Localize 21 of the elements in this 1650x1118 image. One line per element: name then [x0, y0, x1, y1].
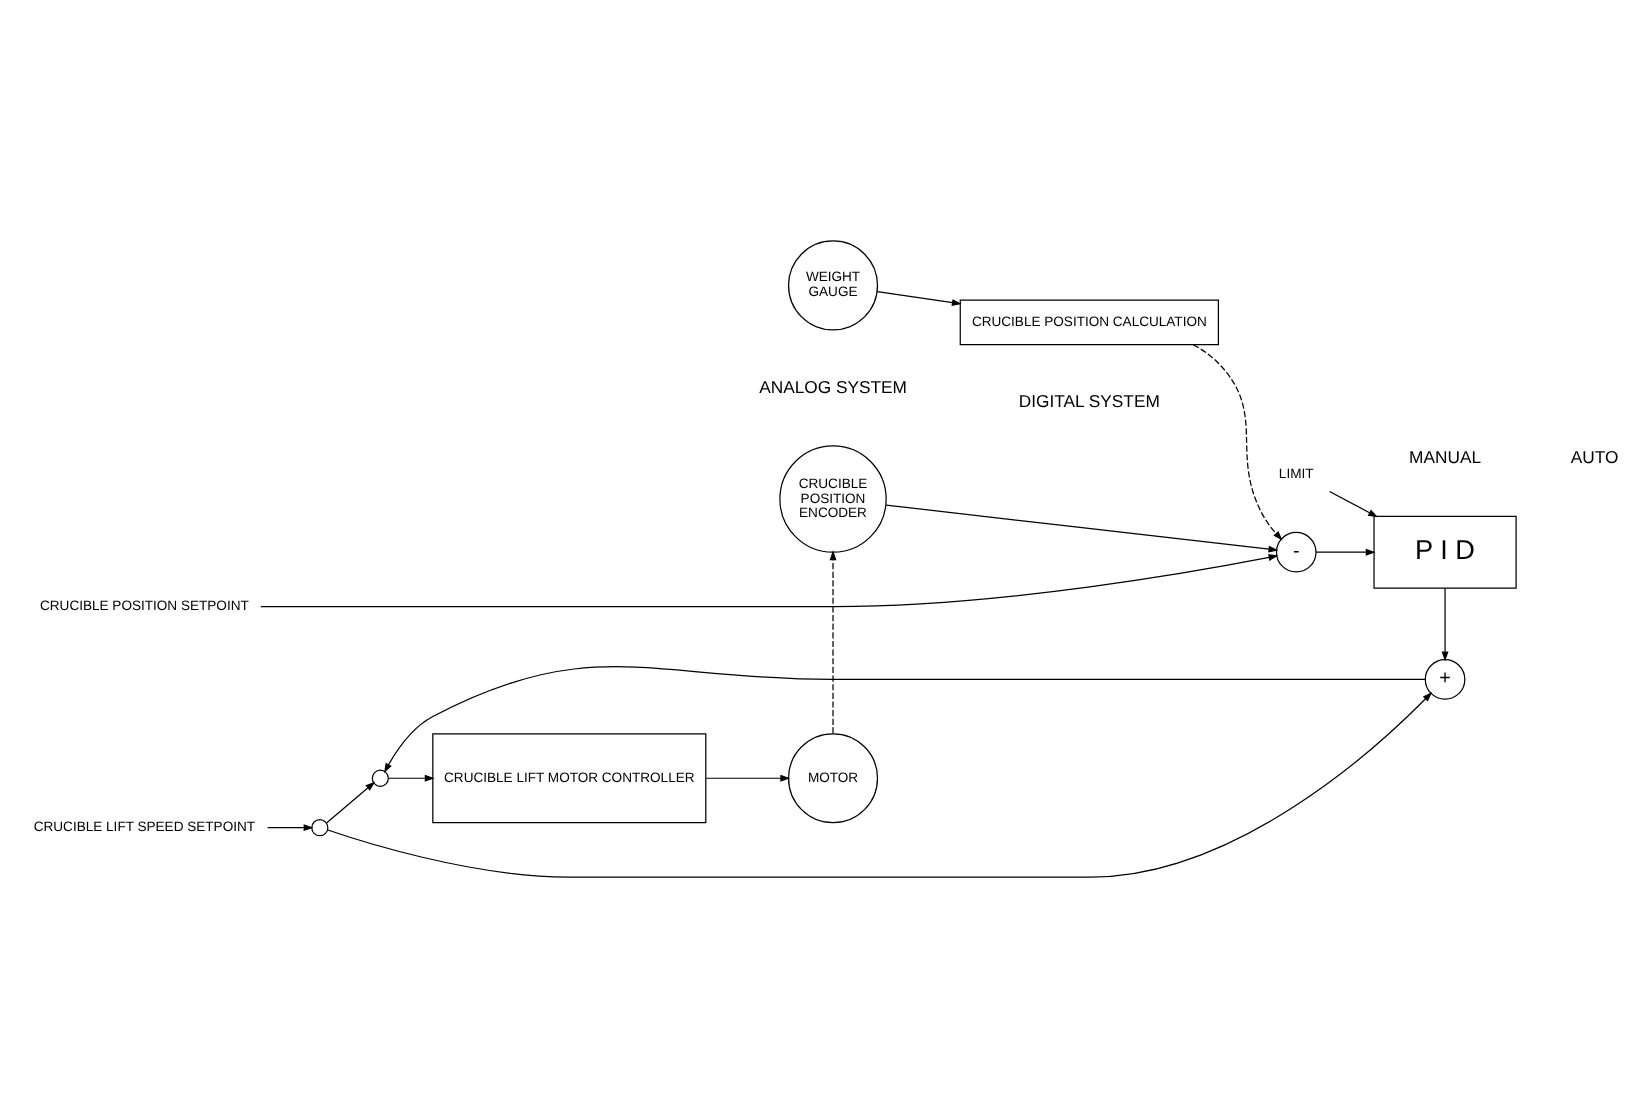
- arrow: [1328, 490, 1378, 518]
- arrow: [829, 550, 837, 735]
- arrow: [267, 824, 314, 832]
- label: MANUAL: [1409, 446, 1482, 467]
- arrow: [876, 291, 962, 307]
- arrow: [885, 504, 1279, 553]
- node-box: P I D: [1373, 515, 1517, 589]
- arrow: [260, 554, 1279, 608]
- arrow: [1315, 548, 1376, 556]
- arrow: [384, 666, 1426, 773]
- arrow: [1192, 344, 1283, 541]
- node-switch: [371, 769, 389, 787]
- arrow: [705, 774, 791, 782]
- arrow: [388, 774, 435, 782]
- label: DIGITAL SYSTEM: [1018, 391, 1160, 412]
- node-switch: [311, 819, 329, 837]
- arrow: [327, 692, 1433, 878]
- label: AUTO: [1570, 446, 1619, 467]
- label: ANALOG SYSTEM: [759, 376, 907, 397]
- arrow: [1441, 587, 1449, 662]
- arrow: [326, 781, 376, 824]
